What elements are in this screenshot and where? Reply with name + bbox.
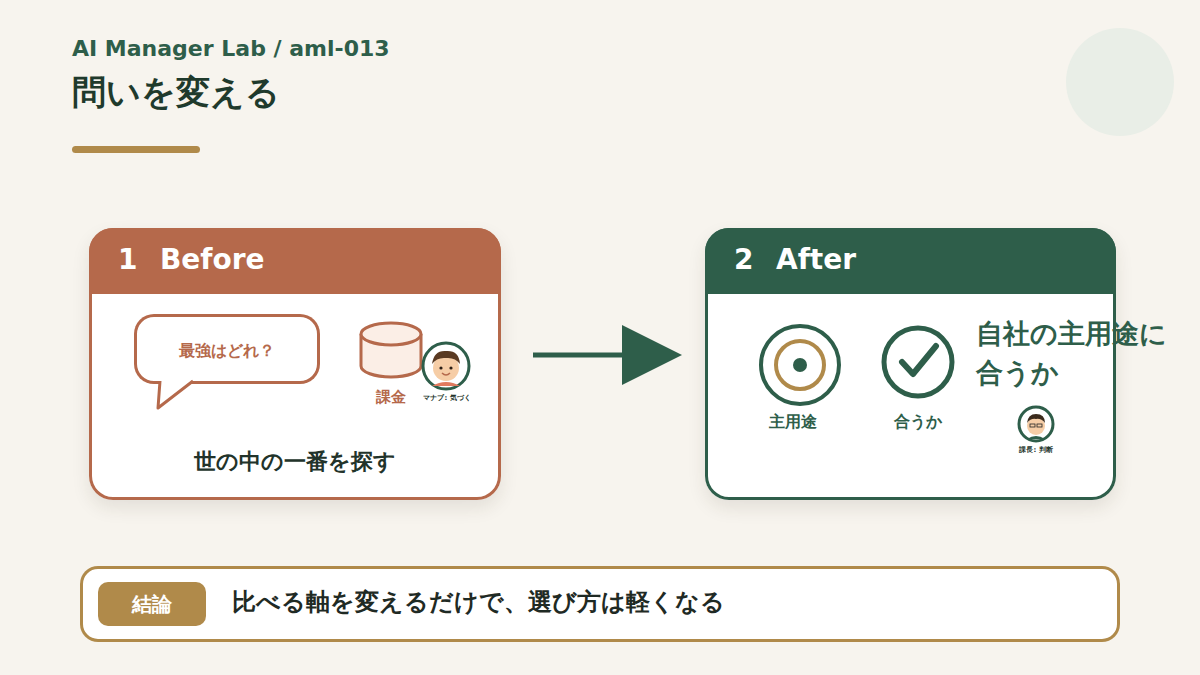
page-title: 問いを変える xyxy=(72,72,280,113)
avatar-label: マナブ: 気づく xyxy=(410,394,484,402)
card-header-band xyxy=(705,228,1116,294)
deco-circle xyxy=(1066,28,1174,136)
coin-node: ¥ 課金 xyxy=(355,318,427,408)
card-body: 自社の主用途に 合うか xyxy=(976,314,1172,392)
card-title: After xyxy=(776,243,856,277)
conclusion-text: 比べる軸を変えるだけで、選び方は軽くなる xyxy=(232,588,1102,617)
target-node: 主用途 xyxy=(755,322,845,432)
after-card: 2After自社の主用途に 合うか主用途合うか課長: 判断 xyxy=(705,228,1116,500)
card-number: 2 xyxy=(734,243,753,277)
check-node: 合うか xyxy=(878,322,958,432)
series-label: AI Manager Lab / aml-013 xyxy=(72,36,390,62)
flow-arrow xyxy=(533,325,682,385)
avatar-node: マナブ: 気づく xyxy=(418,340,476,408)
before-card: 1 Before 世の中の一番を探す 最強はどれ？ ¥ 課金マナブ: 気づく xyxy=(89,228,501,500)
conclusion-badge: 結論 xyxy=(98,582,206,626)
card-body: 世の中の一番を探す xyxy=(89,449,501,475)
title-underline xyxy=(72,146,200,153)
card-header-band xyxy=(89,228,501,294)
conclusion-box: 比べる軸を変えるだけで、選び方は軽くなる 結論 xyxy=(80,566,1120,642)
icon-label: 合うか xyxy=(878,412,958,431)
card-number: 1 xyxy=(118,243,137,277)
avatar-label: 課長: 判断 xyxy=(1004,446,1068,454)
bubble-text: 最強はどれ？ xyxy=(134,341,320,360)
avatar-node: 課長: 判断 xyxy=(1012,404,1060,458)
icon-label: 主用途 xyxy=(755,412,831,431)
yen-mark: ¥ xyxy=(355,352,427,371)
speech-bubble: 最強はどれ？ xyxy=(134,314,320,384)
coin-label: 課金 xyxy=(355,388,427,406)
card-title: Before xyxy=(160,243,265,277)
badge-text: 結論 xyxy=(98,592,206,616)
